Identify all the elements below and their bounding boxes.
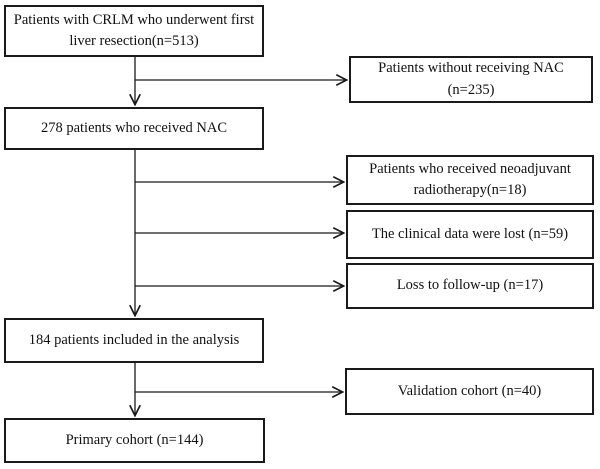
box-text-line: 278 patients who received NAC bbox=[40, 119, 228, 136]
box-loss-to-follow-up: Loss to follow-up (n=17) bbox=[346, 263, 594, 309]
box-text-line: Validation cohort (n=40) bbox=[397, 382, 542, 399]
box-primary-cohort: Primary cohort (n=144) bbox=[4, 418, 265, 463]
box-text-line: liver resection(n=513) bbox=[69, 33, 199, 49]
box-clinical-data-lost: The clinical data were lost (n=59) bbox=[346, 210, 594, 259]
box-included-in-analysis: 184 patients included in the analysis bbox=[4, 318, 264, 363]
box-crlm-first-resection: Patients with CRLM who underwent first l… bbox=[4, 5, 264, 57]
box-text-line: The clinical data were lost (n=59) bbox=[371, 225, 569, 242]
box-text-line: Patients without receiving NAC bbox=[378, 60, 564, 77]
box-text-line: Loss to follow-up (n=17) bbox=[396, 277, 544, 294]
box-text-line: Patients with CRLM who underwent first bbox=[13, 11, 255, 28]
box-text-line: radiotherapy(n=18) bbox=[413, 182, 527, 198]
box-text-line: 184 patients included in the analysis bbox=[28, 331, 240, 348]
box-text-line: Patients who received neoadjuvant bbox=[369, 160, 571, 177]
box-received-nac: 278 patients who received NAC bbox=[4, 107, 264, 150]
box-text-line: Primary cohort (n=144) bbox=[65, 431, 204, 448]
box-text-line: (n=235) bbox=[447, 81, 495, 98]
box-neoadjuvant-radiotherapy: Patients who received neoadjuvant radiot… bbox=[346, 155, 594, 205]
box-validation-cohort: Validation cohort (n=40) bbox=[345, 368, 594, 415]
box-without-receiving-nac: Patients without receiving NAC (n=235) bbox=[349, 56, 593, 103]
